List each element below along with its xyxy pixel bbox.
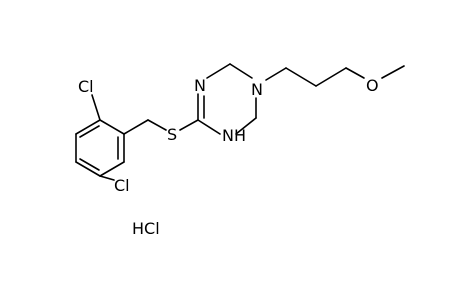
bond-ring-c4-c5 [75, 161, 101, 177]
salt-label: HCl [132, 219, 160, 238]
bond-ring-c3-c4 [99, 161, 125, 177]
bond-chain-o [345, 67, 365, 79]
atom-nitrogen-imine: N [194, 76, 206, 95]
bond-ch2-nh [235, 117, 257, 135]
bond-ring-c1-c2 [99, 119, 125, 135]
bond-c4-cl-bottom [99, 175, 115, 181]
bond-nh-c [197, 119, 221, 135]
bond-ch2-s [147, 119, 167, 131]
bond-c2-ch2 [123, 119, 149, 135]
bond-chain-2 [315, 67, 347, 87]
bond-c1-cl-top [91, 94, 101, 121]
bond-ch2-n-amine [229, 63, 253, 79]
atom-cl-top: Cl [78, 77, 94, 96]
bond-s-c [179, 119, 199, 131]
atom-nitrogen-amine: N [251, 80, 263, 99]
bond-ring-c6-c1 [75, 119, 101, 135]
bond-n-amine-chain [265, 67, 287, 81]
bonds [75, 63, 405, 181]
atom-oxygen: O [366, 76, 379, 95]
bond-n-imine-ch2 [206, 63, 231, 79]
bond-ring-c6-c1-inner [79, 125, 100, 138]
bond-ring-c4-c5-inner [79, 158, 100, 171]
atom-nh: NH [222, 126, 246, 145]
atom-cl-bottom: Cl [114, 176, 130, 195]
atom-sulfur: S [167, 125, 177, 144]
bond-chain-1 [285, 67, 317, 87]
bond-o-methyl [381, 65, 405, 79]
atom-labels: Cl Cl S N N NH O HCl [78, 76, 379, 238]
